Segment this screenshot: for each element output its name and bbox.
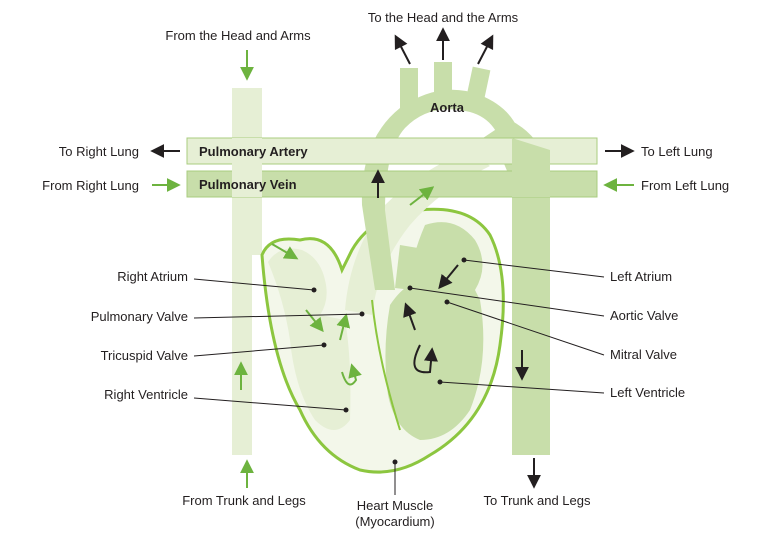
aortic-arch xyxy=(361,62,520,290)
label-to-right-lung: To Right Lung xyxy=(59,144,139,159)
label-from-right-lung: From Right Lung xyxy=(42,178,139,193)
label-to-trunk-legs: To Trunk and Legs xyxy=(484,493,591,508)
label-left-ventricle: Left Ventricle xyxy=(610,385,685,400)
label-pulmonary-valve: Pulmonary Valve xyxy=(91,309,188,324)
leader-lines xyxy=(193,257,605,495)
label-pulmonary-artery: Pulmonary Artery xyxy=(199,144,308,159)
label-pulmonary-vein: Pulmonary Vein xyxy=(199,177,297,192)
vena-cava-overlap xyxy=(232,138,262,197)
arrow-into-right-atrium xyxy=(271,243,299,260)
arrow-pulmonary-vein-in xyxy=(409,186,435,206)
label-to-left-lung: To Left Lung xyxy=(641,144,713,159)
arrow-right-atrium-down xyxy=(305,309,324,333)
septum xyxy=(371,299,401,431)
label-heart-muscle: Heart Muscle xyxy=(357,498,434,513)
left-heart-chambers xyxy=(385,222,484,440)
label-aorta: Aorta xyxy=(430,100,465,115)
arrow-left-ventricle-up xyxy=(403,302,417,331)
label-myocardium: (Myocardium) xyxy=(355,514,434,529)
label-right-ventricle: Right Ventricle xyxy=(104,387,188,402)
label-aortic-valve: Aortic Valve xyxy=(610,308,678,323)
label-left-atrium: Left Atrium xyxy=(610,269,672,284)
label-to-head-arms: To the Head and the Arms xyxy=(368,10,519,25)
label-mitral-valve: Mitral Valve xyxy=(610,347,677,362)
label-from-left-lung: From Left Lung xyxy=(641,178,729,193)
aorta-overlap xyxy=(512,138,550,197)
arrow-left-atrium-down xyxy=(438,264,459,290)
arrow-up-left xyxy=(394,34,411,65)
arrow-up-right xyxy=(477,34,494,65)
label-from-head-arms: From the Head and Arms xyxy=(165,28,311,43)
label-tricuspid-valve: Tricuspid Valve xyxy=(101,348,188,363)
label-from-trunk-legs: From Trunk and Legs xyxy=(182,493,306,508)
arrow-right-ventricle-curve xyxy=(341,363,362,386)
label-right-atrium: Right Atrium xyxy=(117,269,188,284)
arrow-left-ventricle-curve xyxy=(413,344,438,374)
descending-aorta xyxy=(480,120,550,455)
right-heart-chambers xyxy=(268,248,351,430)
arrow-right-ventricle-up xyxy=(336,313,351,341)
